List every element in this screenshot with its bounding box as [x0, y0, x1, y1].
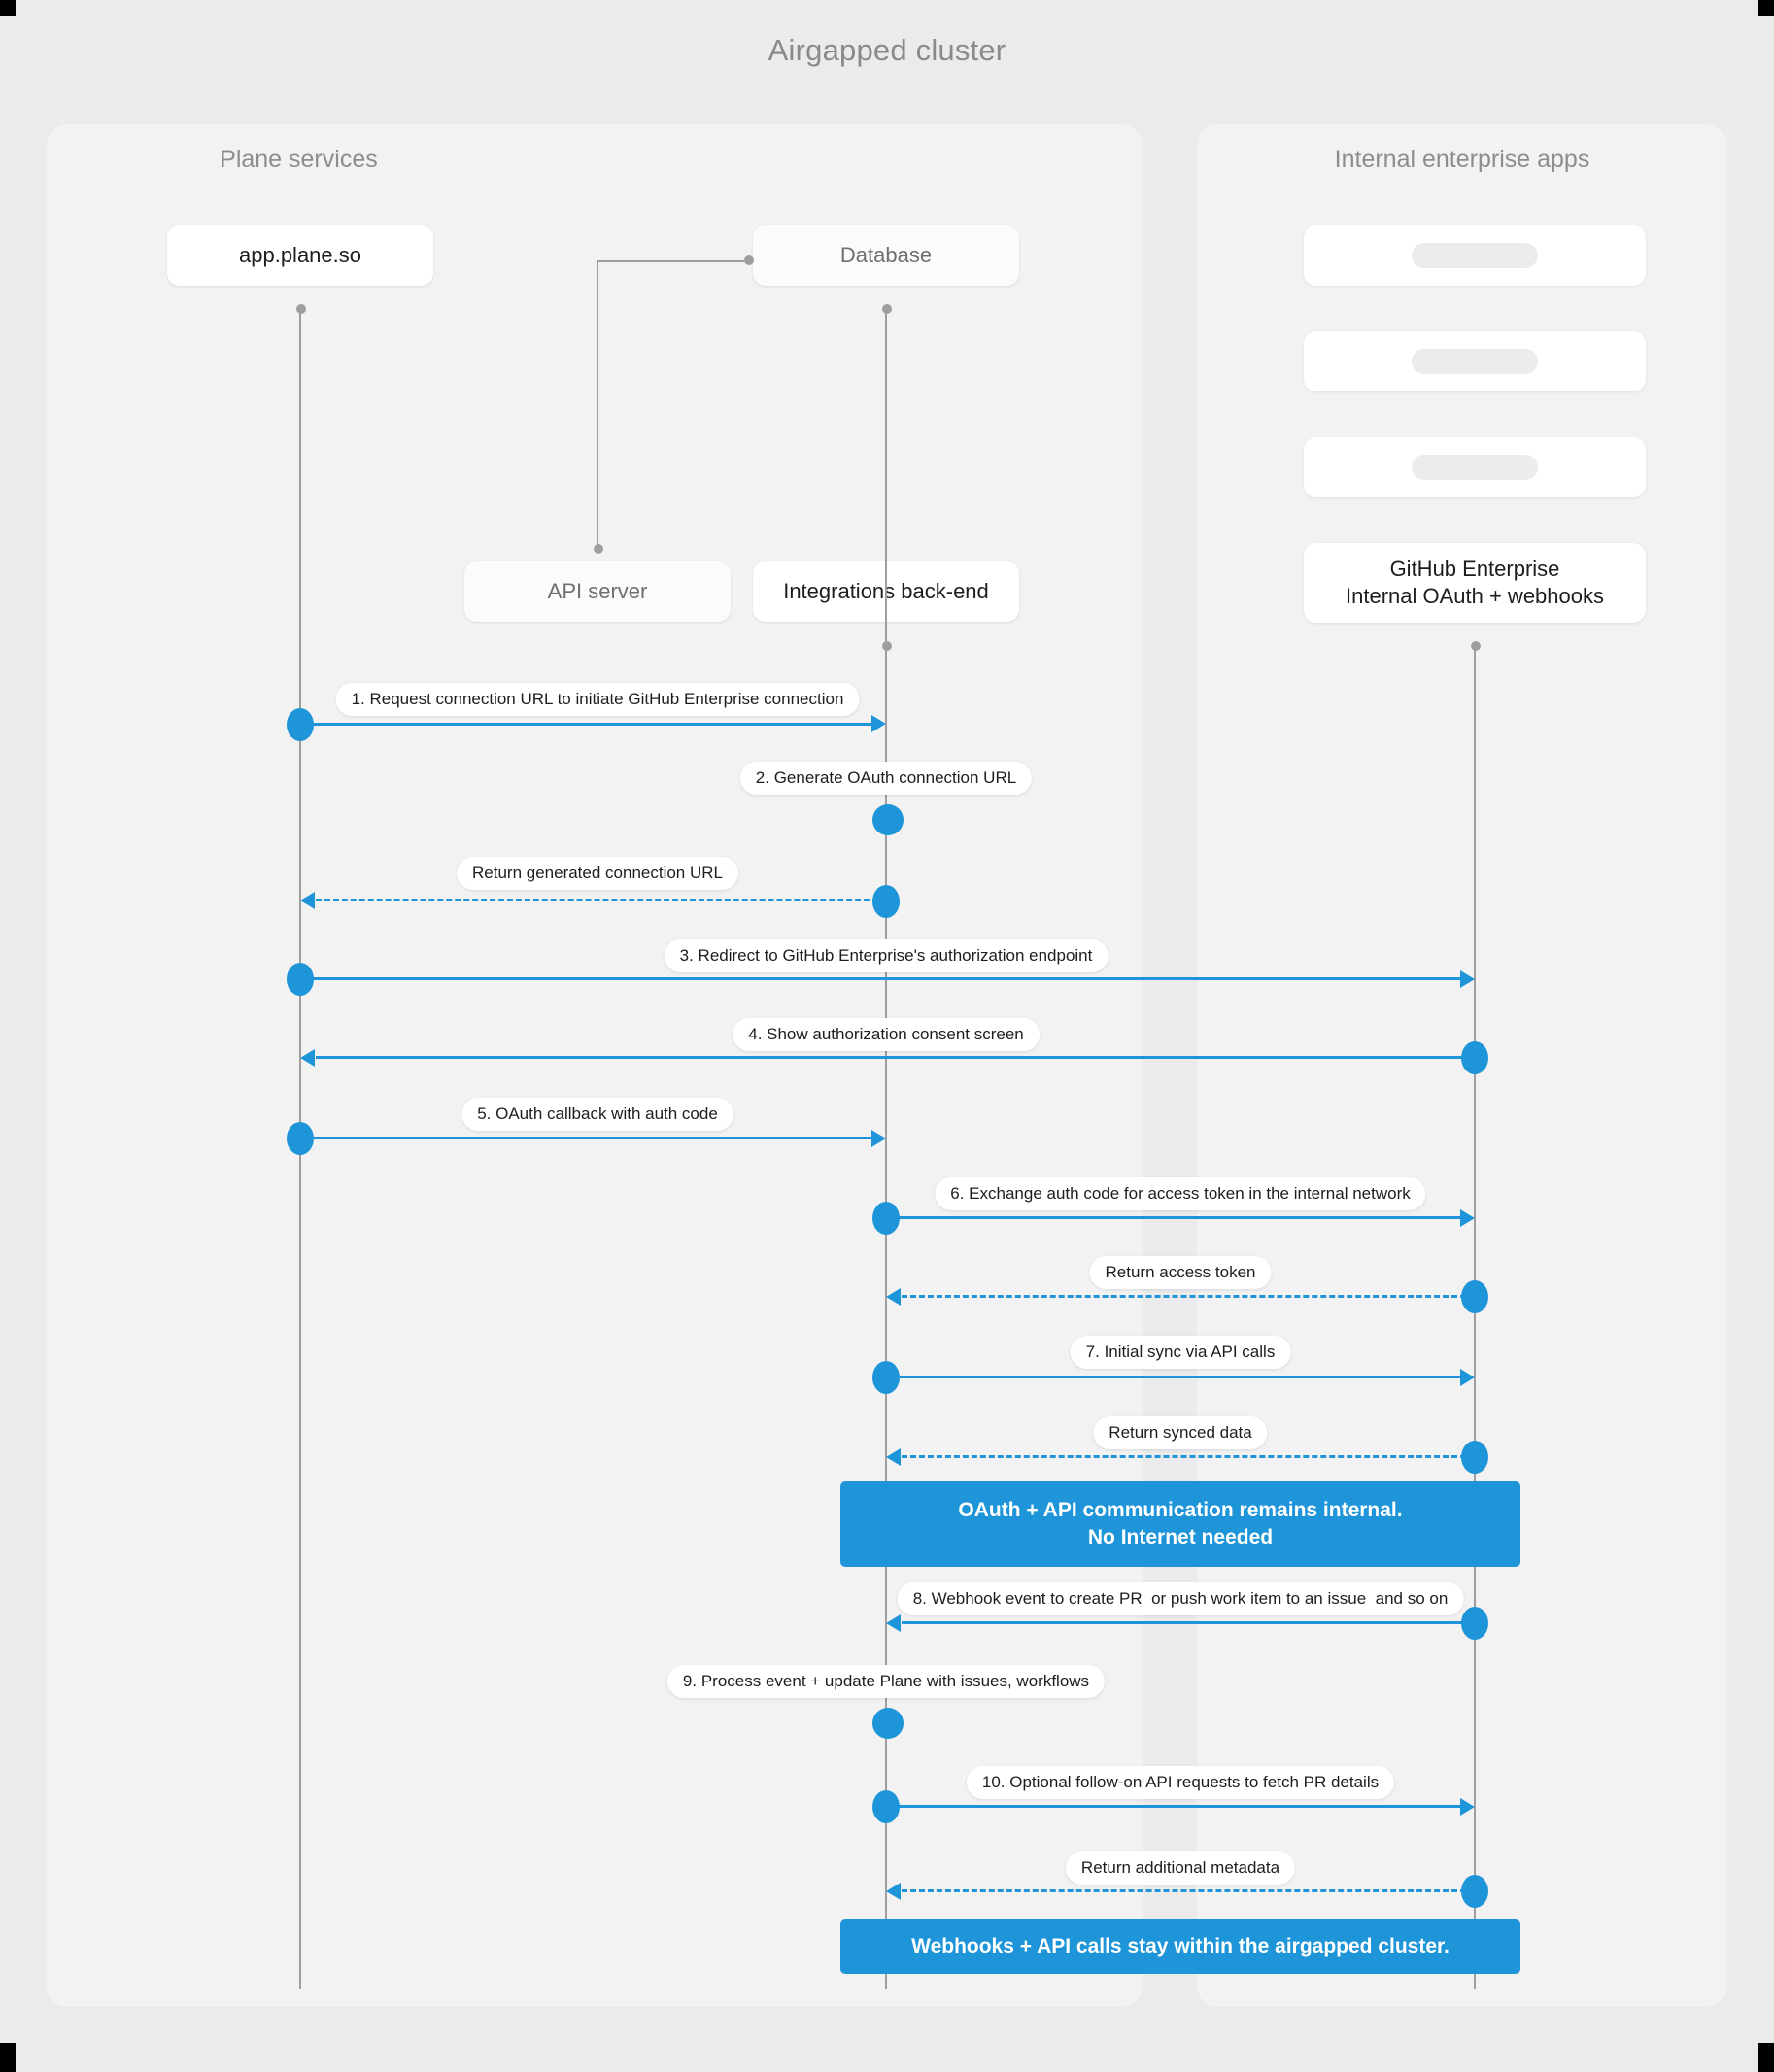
message-label-9: 9. Process event + update Plane with iss…	[666, 1665, 1106, 1698]
activation-2-self	[872, 804, 904, 835]
message-arrow-return-additional-metadata	[902, 1889, 1475, 1892]
message-arrow-10	[886, 1805, 1466, 1808]
message-label-4: 4. Show authorization consent screen	[733, 1018, 1040, 1051]
panel-internal-enterprise-apps-title: Internal enterprise apps	[1334, 146, 1590, 173]
message-arrow-1	[300, 723, 878, 726]
placeholder-app-2	[1304, 331, 1646, 391]
arrowhead-right	[1460, 1369, 1475, 1386]
activation-return-connection-url-source	[872, 885, 900, 918]
participant-api-server[interactable]: API server	[464, 561, 731, 622]
message-label-return-synced-data: Return synced data	[1093, 1416, 1268, 1449]
message-arrow-return-connection-url	[316, 899, 878, 901]
message-arrow-7	[886, 1376, 1466, 1378]
connector-endpoint-dot	[744, 255, 754, 265]
message-arrow-5	[300, 1137, 878, 1139]
message-label-return-additional-metadata: Return additional metadata	[1065, 1851, 1296, 1885]
panel-plane-services: Plane services	[47, 124, 1143, 2007]
activation-9-self	[872, 1708, 904, 1739]
activation-6-source	[872, 1202, 900, 1235]
panel-plane-services-title: Plane services	[220, 146, 378, 173]
message-label-3: 3. Redirect to GitHub Enterprise's autho…	[664, 939, 1109, 972]
crop-mark-bottom-left	[0, 2043, 16, 2072]
message-label-10: 10. Optional follow-on API requests to f…	[966, 1766, 1395, 1799]
lifeline-github-enterprise	[1474, 646, 1476, 1989]
arrowhead-left	[300, 892, 315, 909]
message-label-2: 2. Generate OAuth connection URL	[739, 762, 1033, 795]
arrowhead-right	[1460, 1798, 1475, 1816]
activation-1-source	[287, 708, 314, 741]
message-label-8: 8. Webhook event to create PR or push wo…	[897, 1582, 1464, 1615]
message-label-return-connection-url: Return generated connection URL	[457, 857, 738, 890]
message-arrow-4	[316, 1056, 1475, 1059]
arrowhead-left	[886, 1448, 901, 1466]
connector-api-to-database-vertical	[597, 260, 598, 548]
connector-api-to-database-horizontal	[597, 260, 753, 262]
arrowhead-left	[886, 1614, 901, 1632]
note-oauth-internal: OAuth + API communication remains intern…	[840, 1481, 1520, 1567]
activation-return-access-token-source	[1461, 1280, 1488, 1313]
message-label-5: 5. OAuth callback with auth code	[461, 1098, 733, 1131]
arrowhead-left	[886, 1288, 901, 1306]
lifeline-dot	[1471, 641, 1481, 651]
arrowhead-right	[1460, 970, 1475, 988]
note-oauth-internal-line2: No Internet needed	[1087, 1525, 1274, 1548]
message-label-1: 1. Request connection URL to initiate Gi…	[335, 683, 860, 716]
lifeline-dot	[882, 304, 892, 314]
arrowhead-left	[886, 1883, 901, 1900]
note-webhooks-internal: Webhooks + API calls stay within the air…	[840, 1919, 1520, 1974]
lifeline-dot	[296, 304, 306, 314]
placeholder-pill	[1412, 349, 1538, 374]
activation-8-source	[1461, 1607, 1488, 1640]
message-arrow-8	[902, 1621, 1475, 1624]
message-arrow-3	[300, 977, 1466, 980]
lifeline-integrations-backend	[885, 645, 887, 1989]
message-label-6: 6. Exchange auth code for access token i…	[935, 1177, 1426, 1210]
crop-mark-top-right	[1758, 0, 1774, 16]
placeholder-app-1	[1304, 225, 1646, 286]
lifeline-dot	[882, 641, 892, 651]
placeholder-app-3	[1304, 437, 1646, 497]
activation-return-additional-metadata-source	[1461, 1875, 1488, 1908]
activation-10-source	[872, 1790, 900, 1823]
participant-database[interactable]: Database	[753, 225, 1019, 286]
crop-mark-bottom-right	[1758, 2043, 1774, 2072]
participant-github-enterprise[interactable]: GitHub Enterprise Internal OAuth + webho…	[1304, 543, 1646, 623]
message-arrow-return-synced-data	[902, 1455, 1475, 1458]
placeholder-pill	[1412, 243, 1538, 268]
crop-mark-top-left	[0, 0, 16, 16]
activation-5-source	[287, 1122, 314, 1155]
activation-return-synced-data-source	[1461, 1441, 1488, 1474]
diagram-title: Airgapped cluster	[768, 33, 1006, 67]
placeholder-pill	[1412, 455, 1538, 480]
participant-app-plane-so[interactable]: app.plane.so	[167, 225, 433, 286]
arrowhead-right	[1460, 1209, 1475, 1227]
activation-7-source	[872, 1361, 900, 1394]
arrowhead-right	[871, 1130, 886, 1147]
activation-3-source	[287, 963, 314, 996]
message-label-return-access-token: Return access token	[1089, 1256, 1272, 1289]
arrowhead-left	[300, 1049, 315, 1067]
note-webhooks-internal-line1: Webhooks + API calls stay within the air…	[911, 1935, 1450, 1957]
connector-endpoint-dot	[594, 544, 603, 554]
arrowhead-right	[871, 715, 886, 732]
message-label-7: 7. Initial sync via API calls	[1070, 1336, 1291, 1369]
message-arrow-return-access-token	[902, 1295, 1475, 1298]
note-oauth-internal-line1: OAuth + API communication remains intern…	[958, 1499, 1403, 1521]
activation-4-source	[1461, 1041, 1488, 1074]
message-arrow-6	[886, 1216, 1466, 1219]
